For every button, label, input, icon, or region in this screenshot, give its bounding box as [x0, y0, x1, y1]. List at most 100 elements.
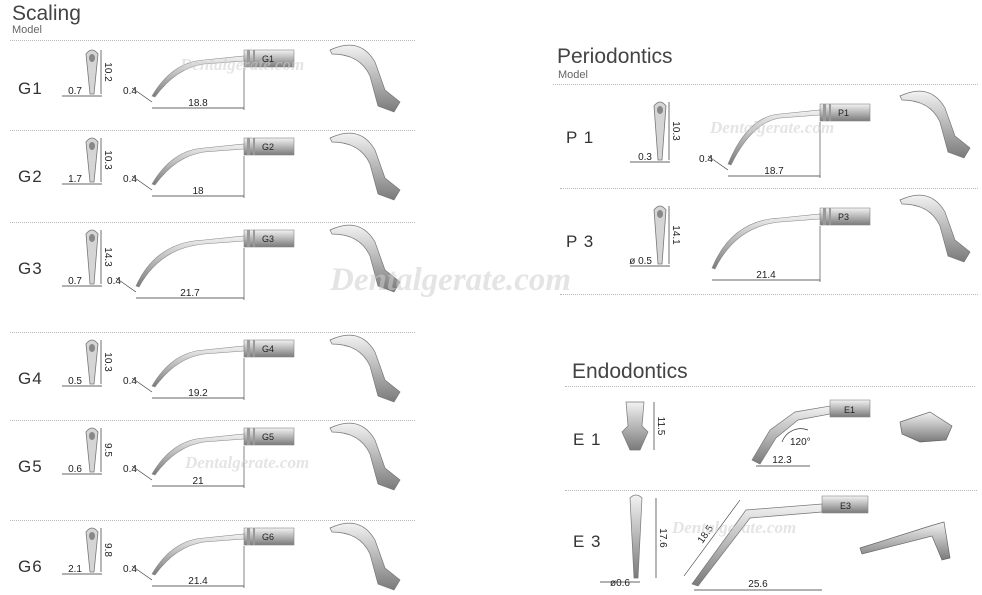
scaling-row-g1-divider	[10, 130, 415, 131]
endo-row-e3-side-shaft	[691, 503, 823, 587]
scaling-row-g6-handle	[243, 527, 295, 546]
perio-row-p3-divider	[560, 294, 978, 295]
scaling-row-g6-length-label: 21.4	[188, 576, 208, 587]
perio-row-p3-diagram: 14.1 ø 0.5 P3 21.4	[629, 194, 971, 282]
scaling-row-g5-tip-photo	[329, 422, 401, 491]
perio-row-p3-height-label: 14.1	[670, 225, 681, 245]
scaling-row-g5-handle	[243, 427, 295, 446]
scaling-row-g4-divider	[10, 420, 415, 421]
perio-row-p1-length-label: 18.7	[764, 166, 784, 177]
perio-row-p3-width-label: ø 0.5	[629, 256, 652, 267]
perio-row-p1-tip-code: P1	[838, 108, 849, 118]
endo-row-e1-handle	[829, 399, 871, 418]
perio-row-p1-front-dot	[657, 106, 663, 114]
scaling-row-g5-divider	[10, 520, 415, 521]
scaling-row-g3-handle	[243, 229, 295, 248]
endo-row-e1-front-view	[621, 401, 649, 451]
scaling-row-g4-front-view	[85, 339, 99, 385]
perio-row-p1-tip-photo	[899, 90, 971, 159]
scaling-row-g1-length-label: 18.8	[188, 98, 208, 109]
perio-row-p3-length-label: 21.4	[756, 270, 776, 281]
scaling-row-g3-step-label: 0.4	[107, 276, 121, 287]
watermark-small-2: Dentalgerate.com	[185, 453, 310, 472]
scaling-row-g6-width-label: 2.1	[68, 564, 82, 575]
perio-row-p3-tip-code: P3	[838, 212, 849, 222]
scaling-row-g6-front-view	[85, 527, 99, 573]
periodontics-header-divider	[553, 84, 978, 85]
scaling-row-g4-height-label: 10.3	[102, 352, 113, 372]
watermark-small-3: Dentalgerate.com	[710, 118, 835, 137]
scaling-row-g5-width-label: 0.6	[68, 464, 82, 475]
endo-row-e3-model: E 3	[573, 532, 602, 551]
scaling-row-g2-divider	[10, 222, 415, 223]
scaling-row-g5-front-view	[85, 427, 99, 473]
scaling-row-g4-length-label: 19.2	[188, 388, 208, 399]
scaling-row-g1-front-view	[85, 49, 99, 95]
scaling-row-g2-tip-code: G2	[262, 142, 274, 152]
scaling-row-g4-side-shaft	[151, 345, 245, 388]
scaling-row-g1-width-label: 0.7	[68, 86, 82, 97]
scaling-row-g2-diagram: 10.3 1.7 G2 18 0.4	[62, 132, 401, 201]
scaling-row-g6-tip-photo	[329, 522, 401, 591]
endo-row-e1-tip-photo	[899, 411, 953, 443]
endo-row-e3-length-label: 25.6	[748, 579, 768, 590]
scaling-row-g1-handle	[243, 49, 295, 68]
endo-row-e3-front-view	[629, 494, 643, 579]
scaling-row-g6-front-dot	[89, 532, 95, 540]
scaling-row-g2-length-label: 18	[192, 186, 204, 197]
scaling-row-g2-width-label: 1.7	[68, 174, 82, 185]
perio-row-p3-tip-photo	[899, 194, 971, 263]
perio-row-p1-handle	[819, 103, 871, 122]
endo-row-e1-angle-label: 120°	[790, 437, 811, 448]
scaling-row-g6-side-shaft	[151, 533, 245, 576]
scaling-row-g6-tip-code: G6	[262, 532, 274, 542]
watermark-large: Dentalgerate.com	[330, 262, 572, 298]
scaling-row-g1-tip-photo	[329, 44, 401, 113]
scaling-row-g1-height-label: 10.2	[102, 62, 113, 82]
scaling-row-g3-divider	[10, 332, 415, 333]
scaling-row-g5-tip-code: G5	[262, 432, 274, 442]
perio-row-p3-handle	[819, 207, 871, 226]
scaling-row-g1-front-dot	[89, 54, 95, 62]
endo-row-e1-length-label: 12.3	[772, 455, 792, 466]
perio-row-p3-side-shaft	[711, 213, 821, 270]
scaling-row-g2-front-view	[85, 137, 99, 183]
perio-row-p1-divider	[560, 188, 978, 189]
scaling-row-g4-front-dot	[89, 344, 95, 352]
endodontics-title: Endodontics	[572, 360, 688, 383]
perio-row-p1-step-label: 0.4	[699, 154, 713, 165]
endo-row-e1-height-label: 11.5	[655, 417, 666, 436]
scaling-row-g2-height-label: 10.3	[102, 150, 113, 170]
scaling-subtitle: Model	[12, 24, 42, 36]
scaling-row-g5-front-dot	[89, 432, 95, 440]
scaling-row-g3-length-label: 21.7	[180, 288, 200, 299]
watermark-small-1: Dentalgerate.com	[180, 55, 305, 74]
scaling-row-g3-side-shaft	[135, 235, 245, 288]
scaling-row-g2-step-label: 0.4	[123, 174, 137, 185]
scaling-row-g1-model: G1	[18, 79, 43, 98]
endo-row-e1-divider	[565, 490, 977, 491]
scaling-row-g5-length-label: 21	[192, 476, 204, 487]
scaling-row-g3-tip-photo	[329, 224, 401, 293]
periodontics-title: Periodontics	[557, 45, 673, 68]
scaling-row-g2-handle	[243, 137, 295, 156]
scaling-row-g4-model: G4	[18, 369, 43, 388]
scaling-row-g2-model: G2	[18, 167, 43, 186]
endo-row-e3-width-label: ø0.6	[610, 578, 630, 589]
perio-row-p3-front-dot	[657, 210, 663, 218]
scaling-header-divider	[10, 40, 415, 41]
scaling-row-g6-height-label: 9.8	[102, 543, 113, 557]
scaling-row-g3-height-label: 14.3	[102, 247, 113, 267]
endo-row-e3-height-label: 17.6	[657, 528, 668, 548]
scaling-row-g3-width-label: 0.7	[68, 276, 82, 287]
scaling-row-g4-handle	[243, 339, 295, 358]
scaling-row-g4-step-label: 0.4	[123, 376, 137, 387]
scaling-row-g2-tip-photo	[329, 132, 401, 201]
